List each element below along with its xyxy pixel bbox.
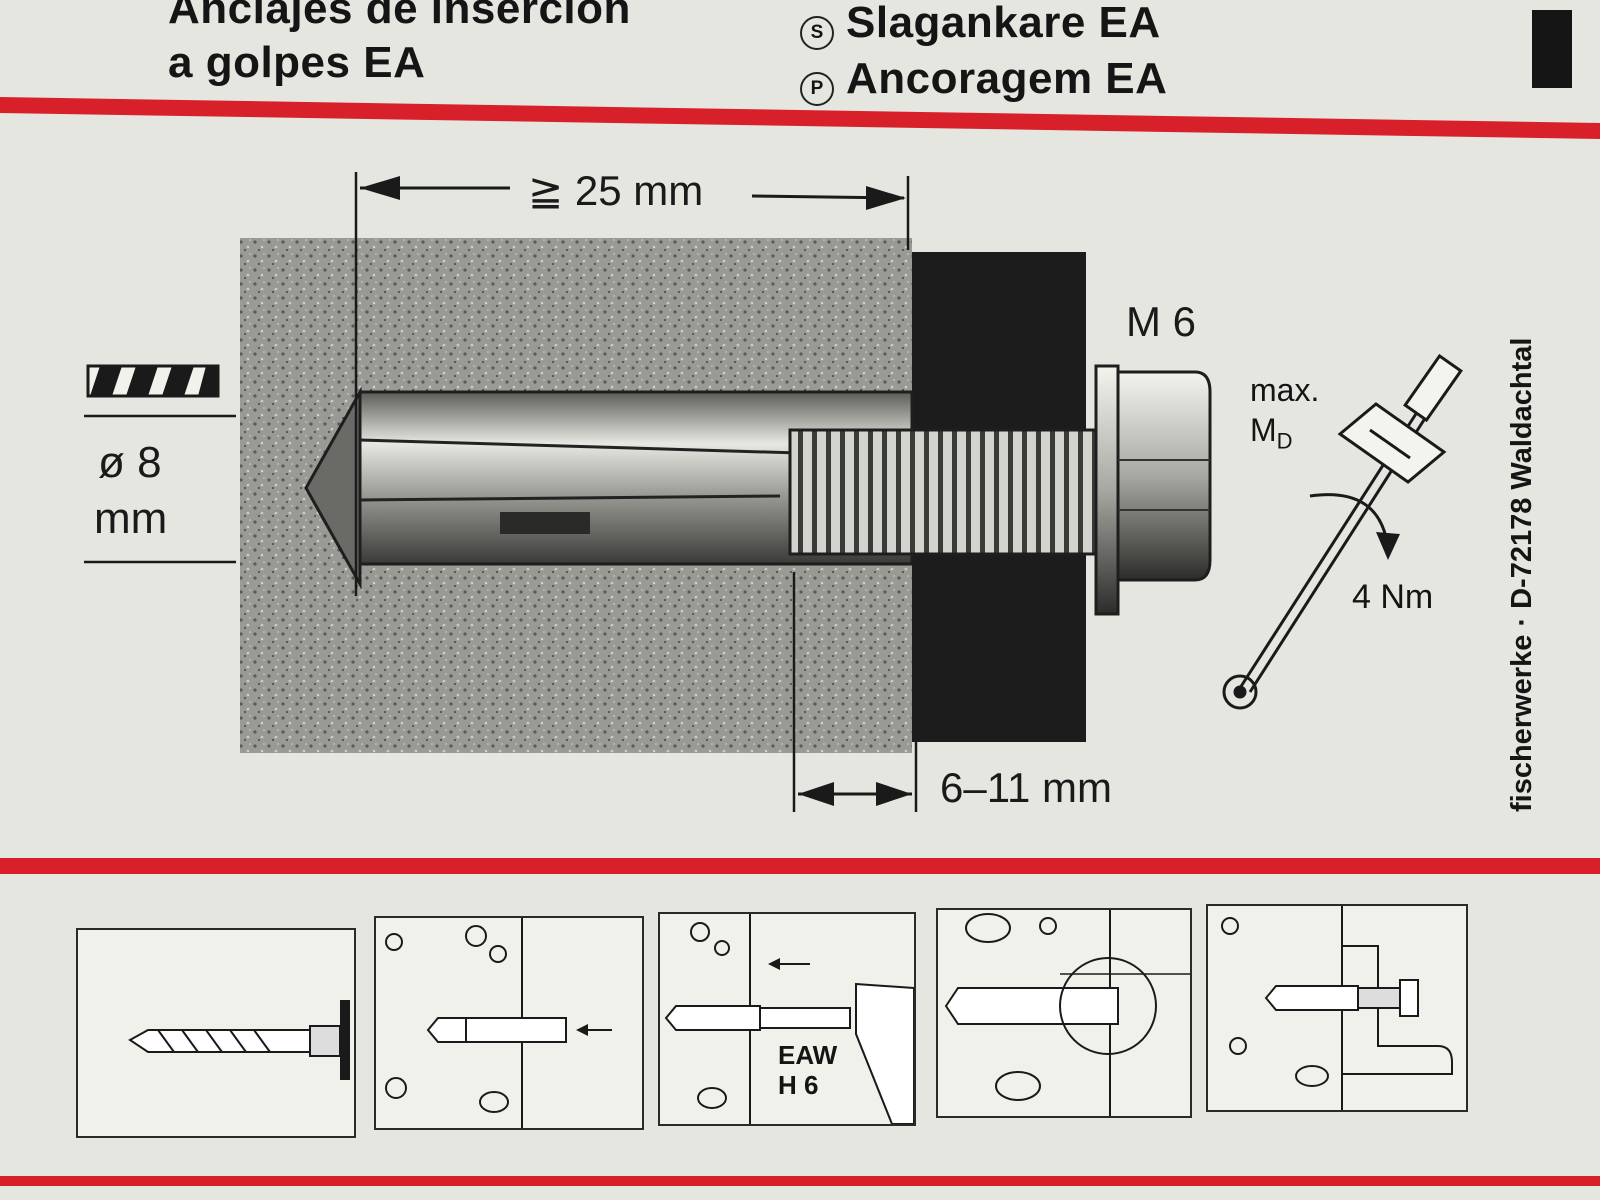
step-4-check-panel: [936, 908, 1192, 1118]
step-1-drill-panel: [76, 928, 356, 1138]
thread-size-label: M 6: [1126, 298, 1197, 345]
red-divider-top: [0, 97, 1600, 139]
fixture-thickness-label: 6–11 mm: [940, 764, 1112, 811]
bolt-thread: [788, 428, 1098, 556]
edge-marker: [1532, 10, 1572, 88]
torque-label: max. MD: [1250, 370, 1319, 461]
portuguese-language-badge: P: [800, 71, 834, 106]
drill-diameter-label: ø 8: [98, 438, 162, 487]
check-setting-icon: [944, 910, 1190, 1116]
drill-bit-icon: [86, 364, 220, 398]
title-pt: P Ancoragem EA: [800, 54, 1167, 106]
torque-wrench-icon: [1222, 353, 1463, 710]
torque-value: 4 Nm: [1352, 578, 1434, 616]
torque-label-max: max.: [1250, 372, 1320, 408]
title-es-line1: Anclajes de inserción: [168, 0, 631, 33]
anchor-installation-diagram: [84, 172, 1463, 812]
fastened-anchor-icon: [1221, 906, 1453, 1110]
title-pt-text: Ancoragem EA: [846, 54, 1168, 103]
step-3-setting-tool-panel: EAW H 6: [658, 912, 916, 1126]
title-sv-text: Slagankare EA: [846, 0, 1161, 47]
title-sv: S Slagankare EA: [800, 0, 1161, 50]
drill-diameter-unit: mm: [94, 494, 168, 543]
setting-tool-size: H 6: [778, 1070, 819, 1100]
setting-tool-code: EAW: [778, 1040, 838, 1070]
red-divider-bottom: [0, 1176, 1600, 1186]
torque-label-symbol: MD: [1250, 412, 1293, 454]
step-5-fastened-panel: [1206, 904, 1468, 1112]
step-2-insert-panel: [374, 916, 644, 1130]
min-depth-label: ≧ 25 mm: [528, 167, 704, 214]
red-divider-middle: [0, 858, 1600, 874]
setting-tool-icon: [664, 914, 915, 1125]
insert-anchor-icon: [385, 918, 612, 1128]
swedish-language-badge: S: [800, 15, 834, 50]
washer: [1094, 364, 1120, 616]
hex-nut: [1116, 370, 1212, 582]
title-es-line2: a golpes EA: [168, 38, 426, 87]
torque-label-subscript: D: [1276, 428, 1293, 454]
manufacturer-address: fischerwerke · D-72178 Waldachtal: [1506, 337, 1538, 812]
drill-icon: [128, 1000, 350, 1080]
